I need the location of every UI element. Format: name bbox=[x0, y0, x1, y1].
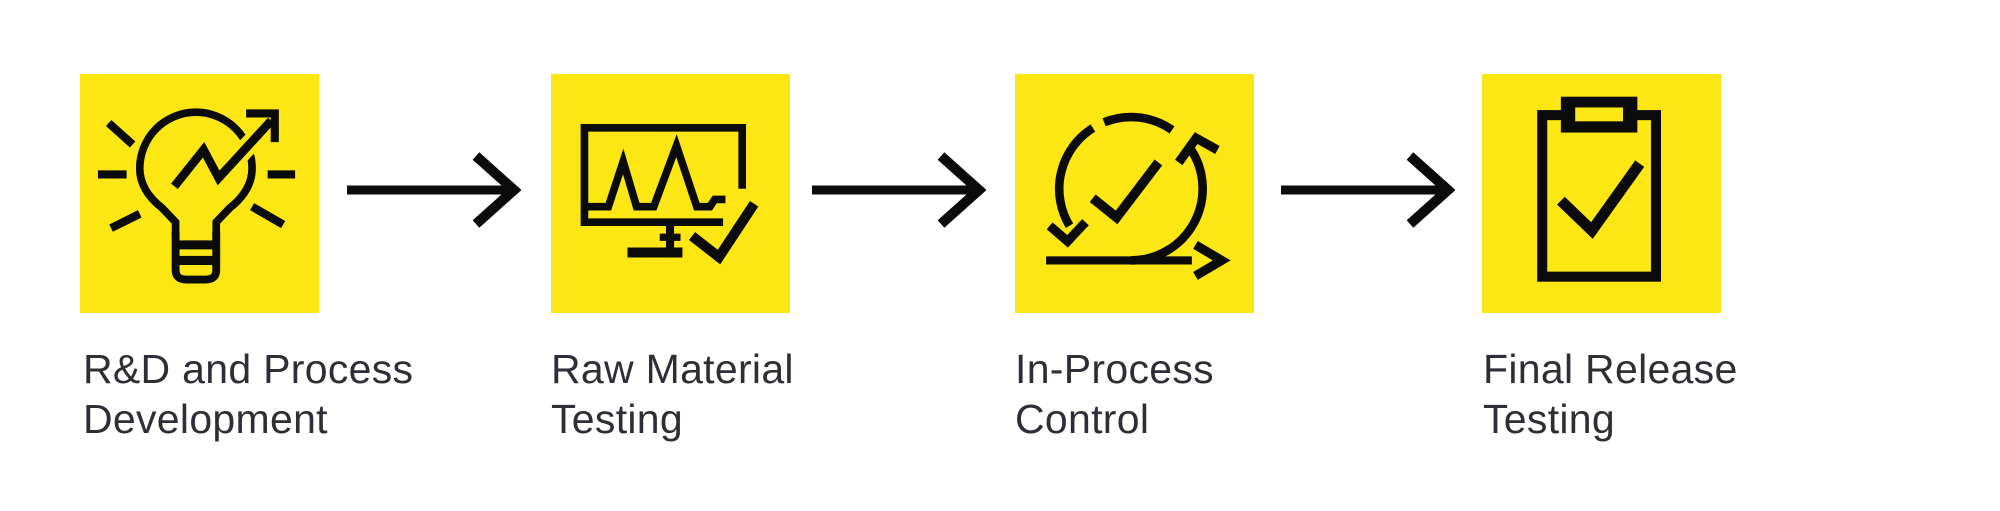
label-line: Development bbox=[83, 396, 328, 442]
label-line: Final Release bbox=[1483, 346, 1738, 392]
label-line: Testing bbox=[1483, 396, 1616, 442]
step-label-raw-material-testing: Raw Material Testing bbox=[551, 344, 794, 444]
step-label-final-release-testing: Final Release Testing bbox=[1483, 344, 1738, 444]
monitor-waveform-check-icon bbox=[580, 123, 763, 271]
step-tile-in-process-control bbox=[1015, 74, 1254, 313]
cycle-check-arrow-icon bbox=[1046, 112, 1231, 280]
arrow-right-icon bbox=[812, 152, 986, 228]
label-line: Testing bbox=[551, 396, 684, 442]
step-tile-rd-process-development bbox=[80, 74, 319, 313]
step-tile-raw-material-testing bbox=[551, 74, 790, 313]
label-line: In-Process bbox=[1015, 346, 1214, 392]
lightbulb-growth-arrow-icon bbox=[97, 108, 296, 284]
step-label-in-process-control: In-Process Control bbox=[1015, 344, 1214, 444]
label-line: Raw Material bbox=[551, 346, 794, 392]
arrow-right-icon bbox=[347, 152, 521, 228]
label-line: Control bbox=[1015, 396, 1150, 442]
arrow-right-icon bbox=[1281, 152, 1455, 228]
clipboard-check-icon bbox=[1537, 96, 1662, 282]
step-label-rd-process-development: R&D and Process Development bbox=[83, 344, 413, 444]
label-line: R&D and Process bbox=[83, 346, 414, 392]
step-tile-final-release-testing bbox=[1482, 74, 1721, 313]
